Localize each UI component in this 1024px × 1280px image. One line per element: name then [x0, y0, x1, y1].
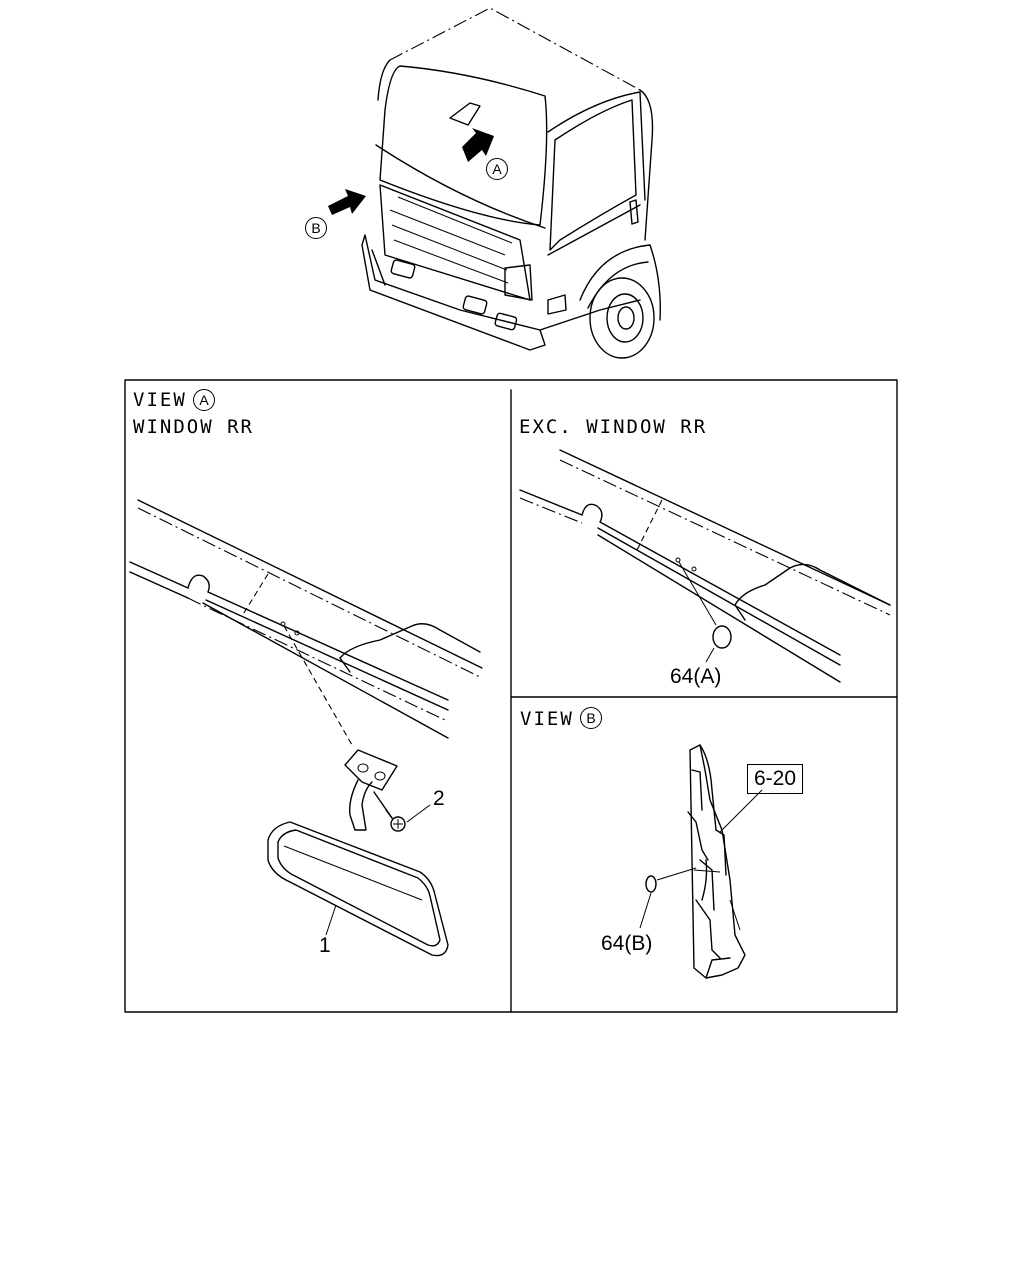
- part-label-1: 1: [319, 934, 331, 957]
- truck-cab-illustration: [328, 7, 661, 359]
- view-panels-frame: [124, 379, 898, 1013]
- view-b-callout-marker: B: [305, 217, 327, 239]
- view-a-callout-marker: A: [486, 158, 508, 180]
- panel-b-view-letter: B: [580, 707, 602, 729]
- view-a-roof-panel: [129, 499, 483, 746]
- panel-b-view-label: VIEW: [520, 708, 574, 730]
- view-b-pillar: [639, 744, 763, 979]
- rear-view-mirror: [267, 749, 449, 957]
- part-label-64b: 64(B): [601, 932, 653, 955]
- panel-a-subtitle: WINDOW RR: [133, 416, 254, 438]
- part-label-64a: 64(A): [670, 665, 722, 688]
- panel-a-view-label: VIEW: [133, 389, 187, 411]
- reference-box-6-20: 6-20: [747, 764, 804, 794]
- panel-a-view-letter: A: [193, 389, 215, 411]
- part-label-2: 2: [433, 787, 445, 810]
- exc-window-roof-panel: [519, 449, 891, 683]
- panel-exc-subtitle: EXC. WINDOW RR: [519, 416, 708, 438]
